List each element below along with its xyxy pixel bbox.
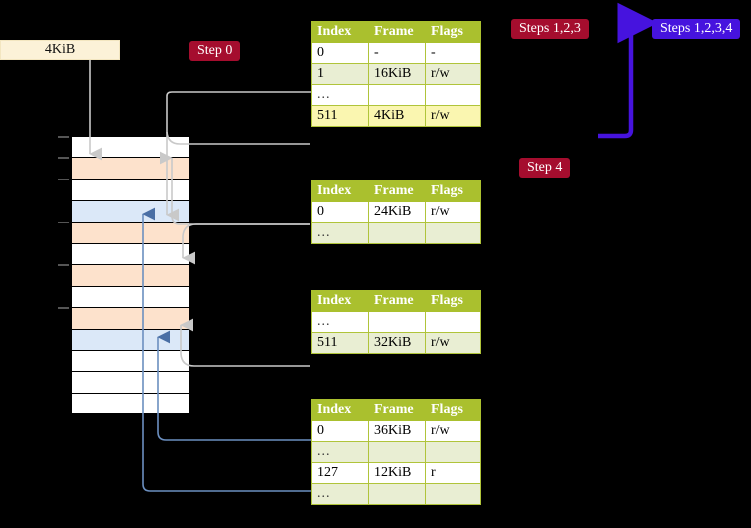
table-cell [368, 222, 426, 244]
column-header-flags: Flags [425, 21, 481, 43]
table-cell: 12KiB [368, 462, 426, 484]
memory-frame-row [71, 200, 190, 222]
steps-1234-badge: Steps 1,2,3,4 [652, 19, 741, 39]
table-cell [368, 483, 426, 505]
column-header-frame: Frame [368, 399, 426, 421]
memory-size-label: 4KiB [44, 42, 76, 57]
table-cell: 32KiB [368, 332, 426, 354]
step4-badge-wrap: Step 4 [519, 158, 571, 178]
table-row: ... [311, 483, 481, 505]
memory-frame-tick [58, 178, 69, 181]
table-cell: - [368, 42, 426, 64]
table-cell [425, 483, 481, 505]
table-cell: ... [311, 311, 369, 333]
column-header-index: Index [311, 21, 369, 43]
memory-frame-row [71, 264, 190, 286]
table-cell: r/w [425, 105, 481, 127]
table-cell: r/w [425, 63, 481, 85]
table-cell: 24KiB [368, 201, 426, 223]
table-cell [368, 441, 426, 463]
step0-badge: Step 0 [189, 41, 241, 61]
column-header-frame: Frame [368, 290, 426, 312]
memory-frame-row [71, 307, 190, 329]
table-row: 0-- [311, 42, 481, 64]
memory-frame-row [71, 157, 190, 179]
table-cell: - [425, 42, 481, 64]
table-row: ... [311, 84, 481, 106]
table-cell: r/w [425, 332, 481, 354]
memory-frame-row [71, 221, 190, 243]
column-header-frame: Frame [368, 180, 426, 202]
memory-frame-tick [58, 264, 69, 266]
memory-frame-tick [58, 136, 69, 138]
table-cell [425, 222, 481, 244]
table-cell: ... [311, 441, 369, 463]
table-cell [368, 311, 426, 333]
table-cell: 511 [311, 105, 369, 127]
memory-frame-row [71, 328, 190, 350]
steps1234-badge-wrap: Steps 1,2,3,4 [652, 19, 741, 39]
table-cell: ... [311, 483, 369, 505]
table-cell: 127 [311, 462, 369, 484]
table-cell: r/w [425, 420, 481, 442]
memory-frame-tick [58, 157, 69, 159]
table-row: ... [311, 311, 481, 333]
memory-frame-row [71, 285, 190, 308]
table-cell: ... [311, 222, 369, 244]
table-row: ... [311, 222, 481, 244]
table-cell: 0 [311, 420, 369, 442]
column-header-flags: Flags [425, 180, 481, 202]
column-header-frame: Frame [368, 21, 426, 43]
step0-badge-wrap: Step 0 [189, 41, 241, 61]
step4-badge: Step 4 [519, 158, 571, 178]
table-cell [425, 84, 481, 106]
table-cell: 1 [311, 63, 369, 85]
steps-123-badge: Steps 1,2,3 [511, 19, 589, 39]
memory-frame-tick [58, 307, 69, 309]
steps123-badge-wrap: Steps 1,2,3 [511, 19, 589, 39]
table-cell [425, 441, 481, 463]
table-cell [425, 311, 481, 333]
column-header-flags: Flags [425, 399, 481, 421]
table-cell: 36KiB [368, 420, 426, 442]
table-cell: 16KiB [368, 63, 426, 85]
table-cell: ... [311, 84, 369, 106]
table-cell: 511 [311, 332, 369, 354]
table-cell: 0 [311, 42, 369, 64]
column-header-index: Index [311, 180, 369, 202]
table-cell: 0 [311, 201, 369, 223]
memory-frame-row [71, 136, 190, 158]
table-cell: r/w [425, 201, 481, 223]
table-cell: r [425, 462, 481, 484]
physical-memory-grid [58, 136, 190, 415]
column-header-index: Index [311, 399, 369, 421]
table-cell [368, 84, 426, 106]
table-row: ... [311, 441, 481, 463]
memory-frame-row [71, 371, 190, 393]
column-header-index: Index [311, 290, 369, 312]
memory-frame-row [71, 178, 190, 201]
memory-frame-row [71, 243, 190, 265]
table-cell: 4KiB [368, 105, 426, 127]
memory-size-box: 4KiB [0, 40, 120, 60]
memory-frame-tick [58, 221, 69, 224]
column-header-flags: Flags [425, 290, 481, 312]
memory-frame-row [71, 392, 190, 415]
memory-frame-row [71, 350, 190, 372]
